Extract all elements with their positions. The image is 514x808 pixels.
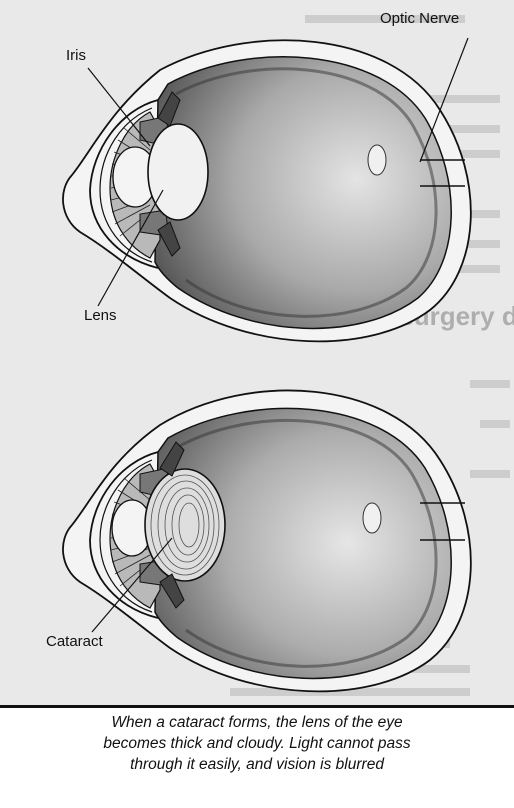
caption-line-1: When a cataract forms, the lens of the e…	[0, 712, 514, 733]
label-cataract: Cataract	[46, 633, 103, 650]
caption-line-2: becomes thick and cloudy. Light cannot p…	[0, 733, 514, 754]
label-lens: Lens	[84, 307, 117, 324]
label-optic-nerve: Optic Nerve	[380, 10, 459, 27]
normal-eye	[63, 40, 471, 341]
cataract-eye	[63, 390, 471, 691]
caption-divider	[0, 705, 514, 708]
label-iris: Iris	[66, 47, 86, 64]
figure-caption: When a cataract forms, the lens of the e…	[0, 712, 514, 775]
eye-diagram-svg: How is the surgery done?	[0, 0, 514, 705]
eye-diagram-figure: How is the surgery done?	[0, 0, 514, 705]
caption-line-3: through it easily, and vision is blurred	[0, 754, 514, 775]
